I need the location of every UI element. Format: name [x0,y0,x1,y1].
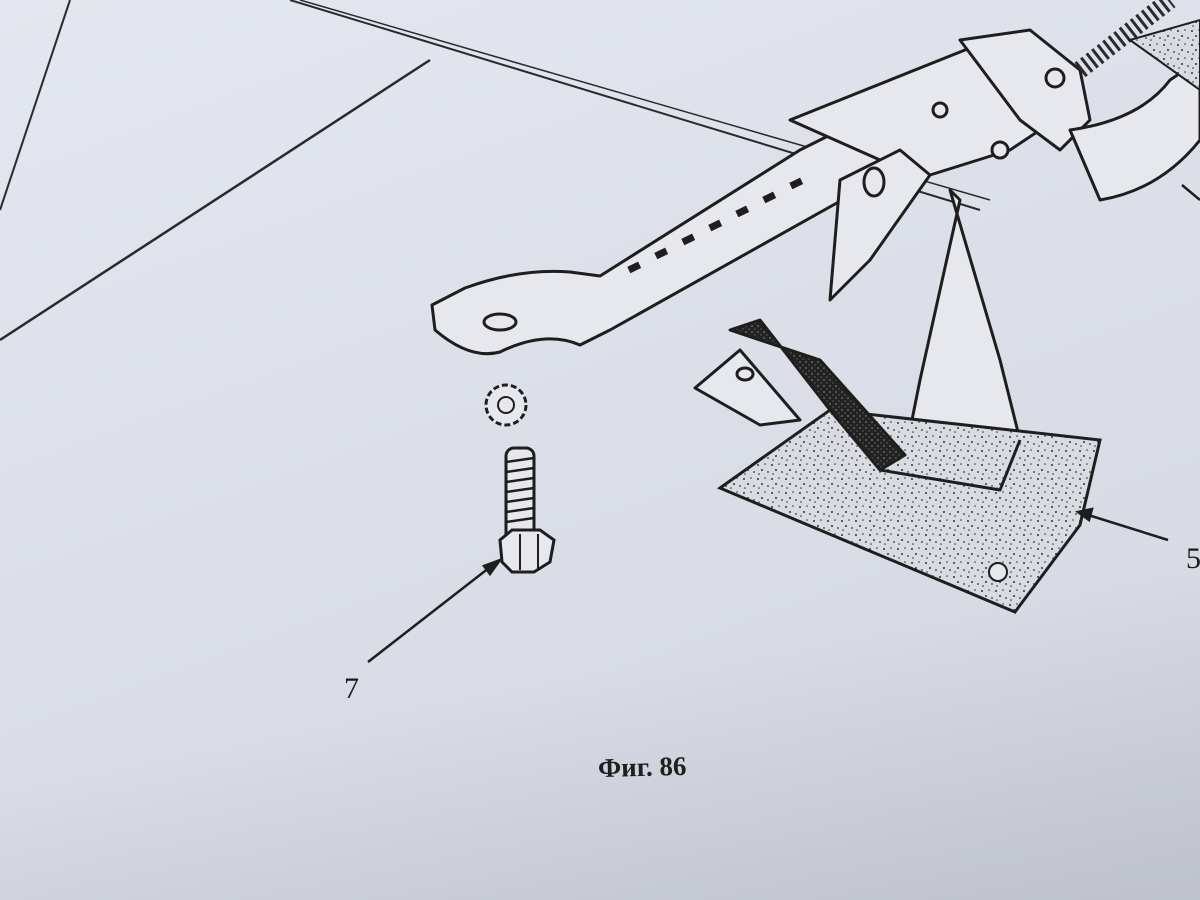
base-plate [716,408,1102,614]
foot-bracket [693,318,1022,492]
bolt [498,446,556,574]
callout-label-bolt: 7 [344,672,359,705]
leader-lines [367,184,1200,663]
lock-washer [484,383,528,427]
upper-speckled-part [1127,18,1200,92]
callout-label-base-plate: 5 [1186,542,1200,575]
figure-caption: Фиг. 86 [597,750,687,784]
jack-head [788,0,1200,202]
lever-arm [430,84,932,356]
base-plate-hole [988,562,1008,582]
